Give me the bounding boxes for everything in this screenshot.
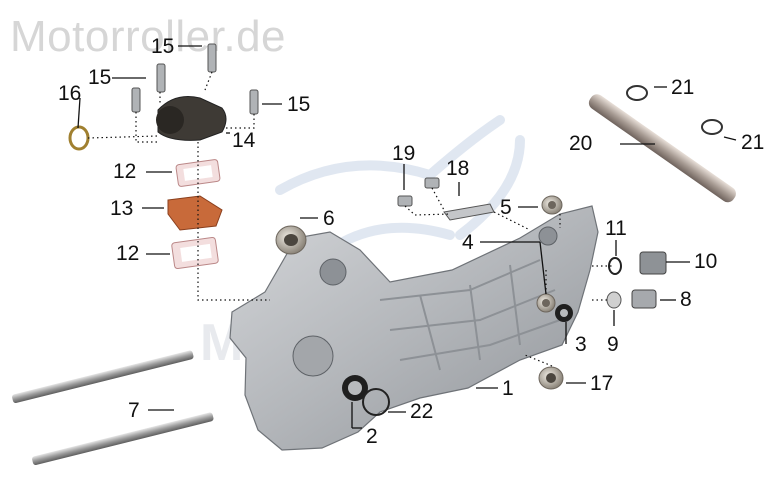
reed-valve-part-13[interactable] [167,195,223,231]
callout-15-left[interactable]: 15 [88,66,112,89]
bolt-part-19[interactable] [397,177,440,207]
callout-3[interactable]: 3 [575,333,587,356]
oil-seal-part-2[interactable] [342,375,368,401]
assembly-guide-lines [87,71,612,367]
callout-8[interactable]: 8 [680,288,692,311]
watermark-scooter-graphic [275,115,525,255]
callout-1[interactable]: 1 [502,377,514,400]
o-ring-part-11[interactable] [608,257,622,275]
callout-13[interactable]: 13 [110,197,134,220]
callout-2[interactable]: 2 [366,425,378,448]
crankcase-part[interactable] [229,205,599,451]
callout-12-lower[interactable]: 12 [116,242,140,265]
callout-22[interactable]: 22 [410,400,434,423]
hose-clamp-part-16[interactable] [68,125,90,151]
callout-9[interactable]: 9 [607,333,619,356]
callout-21-right[interactable]: 21 [741,131,765,154]
drain-plug-part-8[interactable] [631,289,657,309]
gasket-part-12-lower[interactable] [171,236,219,270]
callout-15-top[interactable]: 15 [151,35,175,58]
bearing-part-4[interactable] [536,293,556,313]
intake-manifold-part-14[interactable] [156,96,227,141]
callout-12-upper[interactable]: 12 [113,160,137,183]
gasket-part-12-upper[interactable] [175,159,221,187]
callout-10[interactable]: 10 [694,250,718,273]
washer-part-9[interactable] [606,291,622,309]
callout-18[interactable]: 18 [446,157,470,180]
callout-6[interactable]: 6 [323,207,335,230]
callout-19[interactable]: 19 [392,142,416,165]
bolt-part-15[interactable] [131,43,259,115]
callout-4[interactable]: 4 [462,231,474,254]
leader-lines [77,45,737,429]
callout-16[interactable]: 16 [58,82,82,105]
bearing-part-5[interactable] [541,195,563,215]
callout-20[interactable]: 20 [569,132,593,155]
bearing-part-17[interactable] [538,366,564,390]
watermark-logo-text: Motorroller.de [10,12,287,61]
stud-bolt-part-7[interactable] [11,350,214,466]
callout-15-right[interactable]: 15 [287,93,311,116]
bearing-part-6[interactable] [275,225,307,255]
o-ring-part-22[interactable] [362,388,390,416]
callout-21-top[interactable]: 21 [671,76,695,99]
oil-seal-part-3[interactable] [555,304,573,322]
callout-17[interactable]: 17 [590,372,614,395]
callout-5[interactable]: 5 [500,196,512,219]
callout-7[interactable]: 7 [128,399,140,422]
axle-shaft-part-20[interactable] [586,92,739,205]
circlip-part-21[interactable] [626,85,723,135]
callout-11[interactable]: 11 [605,217,627,240]
callout-14[interactable]: 14 [232,129,256,152]
filter-plug-part-10[interactable] [639,251,667,275]
